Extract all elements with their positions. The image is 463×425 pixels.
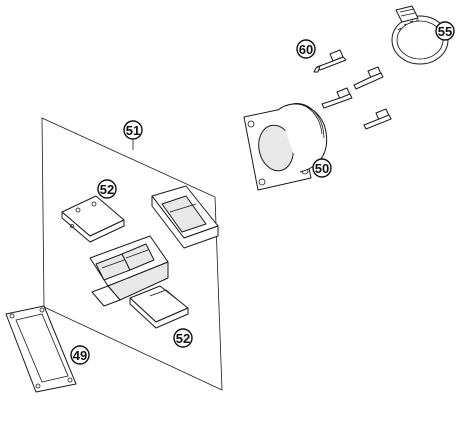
reed-block-housing xyxy=(151,185,219,249)
reed-cage xyxy=(89,235,169,307)
callout-49[interactable]: 49 xyxy=(70,345,90,365)
callout-51-label: 51 xyxy=(126,123,140,138)
callout-52-lower-label: 52 xyxy=(176,331,190,346)
callout-52-lower[interactable]: 52 xyxy=(173,328,193,348)
reed-petal-52-lower xyxy=(129,285,189,329)
callout-51[interactable]: 51 xyxy=(123,120,143,140)
callout-55-label: 55 xyxy=(438,24,452,39)
callout-50-label: 50 xyxy=(315,161,329,176)
callout-49-label: 49 xyxy=(73,348,87,363)
screw-60-d xyxy=(363,108,392,130)
hose-clamp-55 xyxy=(391,5,449,65)
callout-52-upper[interactable]: 52 xyxy=(97,179,117,199)
gasket-49 xyxy=(5,305,77,393)
callout-52-upper-label: 52 xyxy=(100,182,114,197)
screw-60-a xyxy=(313,49,347,73)
assembly-frame-51 xyxy=(41,117,223,391)
screw-60-c xyxy=(321,87,353,109)
screw-60-b xyxy=(353,66,384,90)
reed-petal-52-upper xyxy=(61,195,125,243)
callout-50[interactable]: 50 xyxy=(312,158,332,178)
callout-55[interactable]: 55 xyxy=(435,21,455,41)
intake-flange-50 xyxy=(243,103,328,191)
callout-60-label: 60 xyxy=(299,42,313,57)
callout-60[interactable]: 60 xyxy=(296,39,316,59)
